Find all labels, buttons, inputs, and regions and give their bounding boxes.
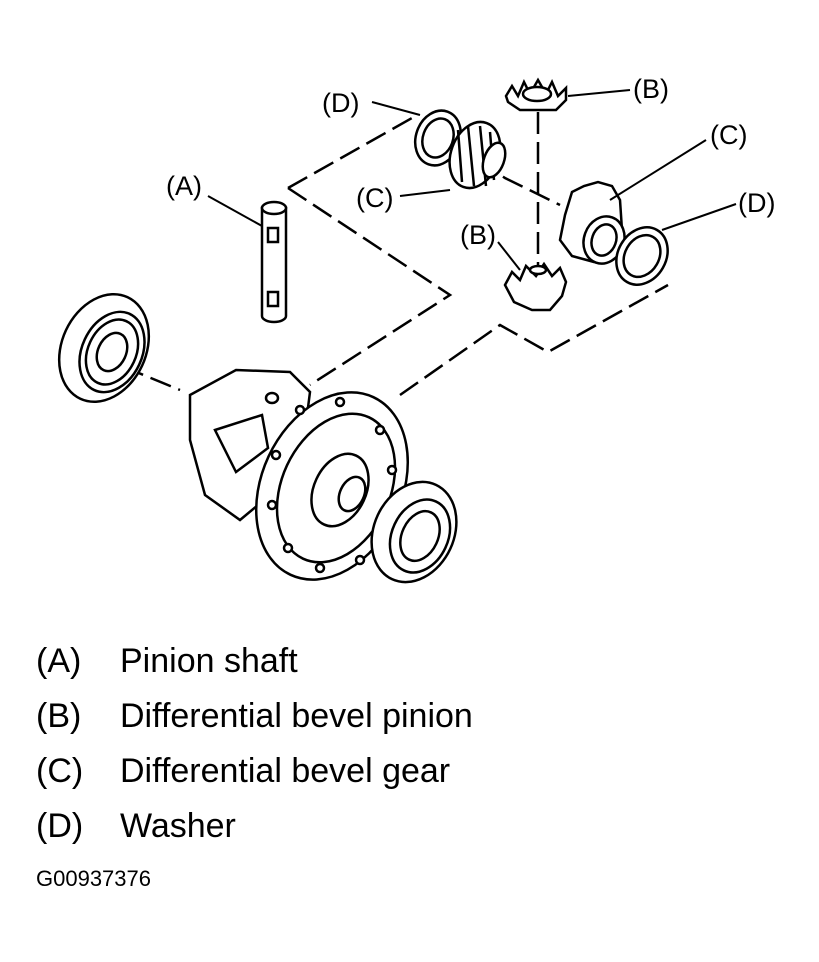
legend-key: (A) bbox=[36, 642, 82, 680]
callout-leaders bbox=[207, 89, 737, 271]
bevel-gear-left bbox=[448, 120, 507, 190]
legend-key: (D) bbox=[36, 807, 84, 845]
bearing-left bbox=[57, 292, 151, 404]
washer-left bbox=[413, 109, 463, 167]
legend-label: Differential bevel gear bbox=[120, 752, 451, 790]
washer-right bbox=[615, 226, 669, 286]
parts-legend: (A) Pinion shaft (B) Differential bevel … bbox=[36, 634, 473, 854]
bevel-pinion-bottom bbox=[503, 261, 568, 312]
legend-row-c: (C) Differential bevel gear bbox=[36, 744, 473, 799]
legend-row-a: (A) Pinion shaft bbox=[36, 634, 473, 689]
legend-row-b: (B) Differential bevel pinion bbox=[36, 689, 473, 744]
differential-case bbox=[188, 368, 410, 581]
callout-c-right: (C) bbox=[710, 120, 747, 150]
callout-b-top: (B) bbox=[633, 74, 669, 104]
callout-d-left: (D) bbox=[322, 88, 359, 118]
bevel-pinion-top bbox=[504, 77, 568, 112]
bearing-right bbox=[370, 480, 458, 584]
pinion-shaft bbox=[260, 200, 288, 324]
callout-labels: (A) (B) (B) (C) (C) (D) (D) bbox=[166, 74, 775, 250]
callout-a: (A) bbox=[166, 171, 202, 201]
legend-key: (C) bbox=[36, 752, 84, 790]
callout-d-right: (D) bbox=[738, 188, 775, 218]
figure-id: G00937376 bbox=[36, 866, 151, 891]
callout-b-bottom: (B) bbox=[460, 220, 496, 250]
legend-key: (B) bbox=[36, 697, 82, 735]
legend-label: Pinion shaft bbox=[120, 642, 298, 680]
legend-label: Differential bevel pinion bbox=[120, 697, 473, 735]
legend-label: Washer bbox=[120, 807, 236, 845]
legend-row-d: (D) Washer bbox=[36, 799, 473, 854]
callout-c-left: (C) bbox=[356, 183, 393, 213]
differential-exploded-diagram: (A) (B) (B) (C) (C) (D) (D) bbox=[57, 74, 775, 584]
